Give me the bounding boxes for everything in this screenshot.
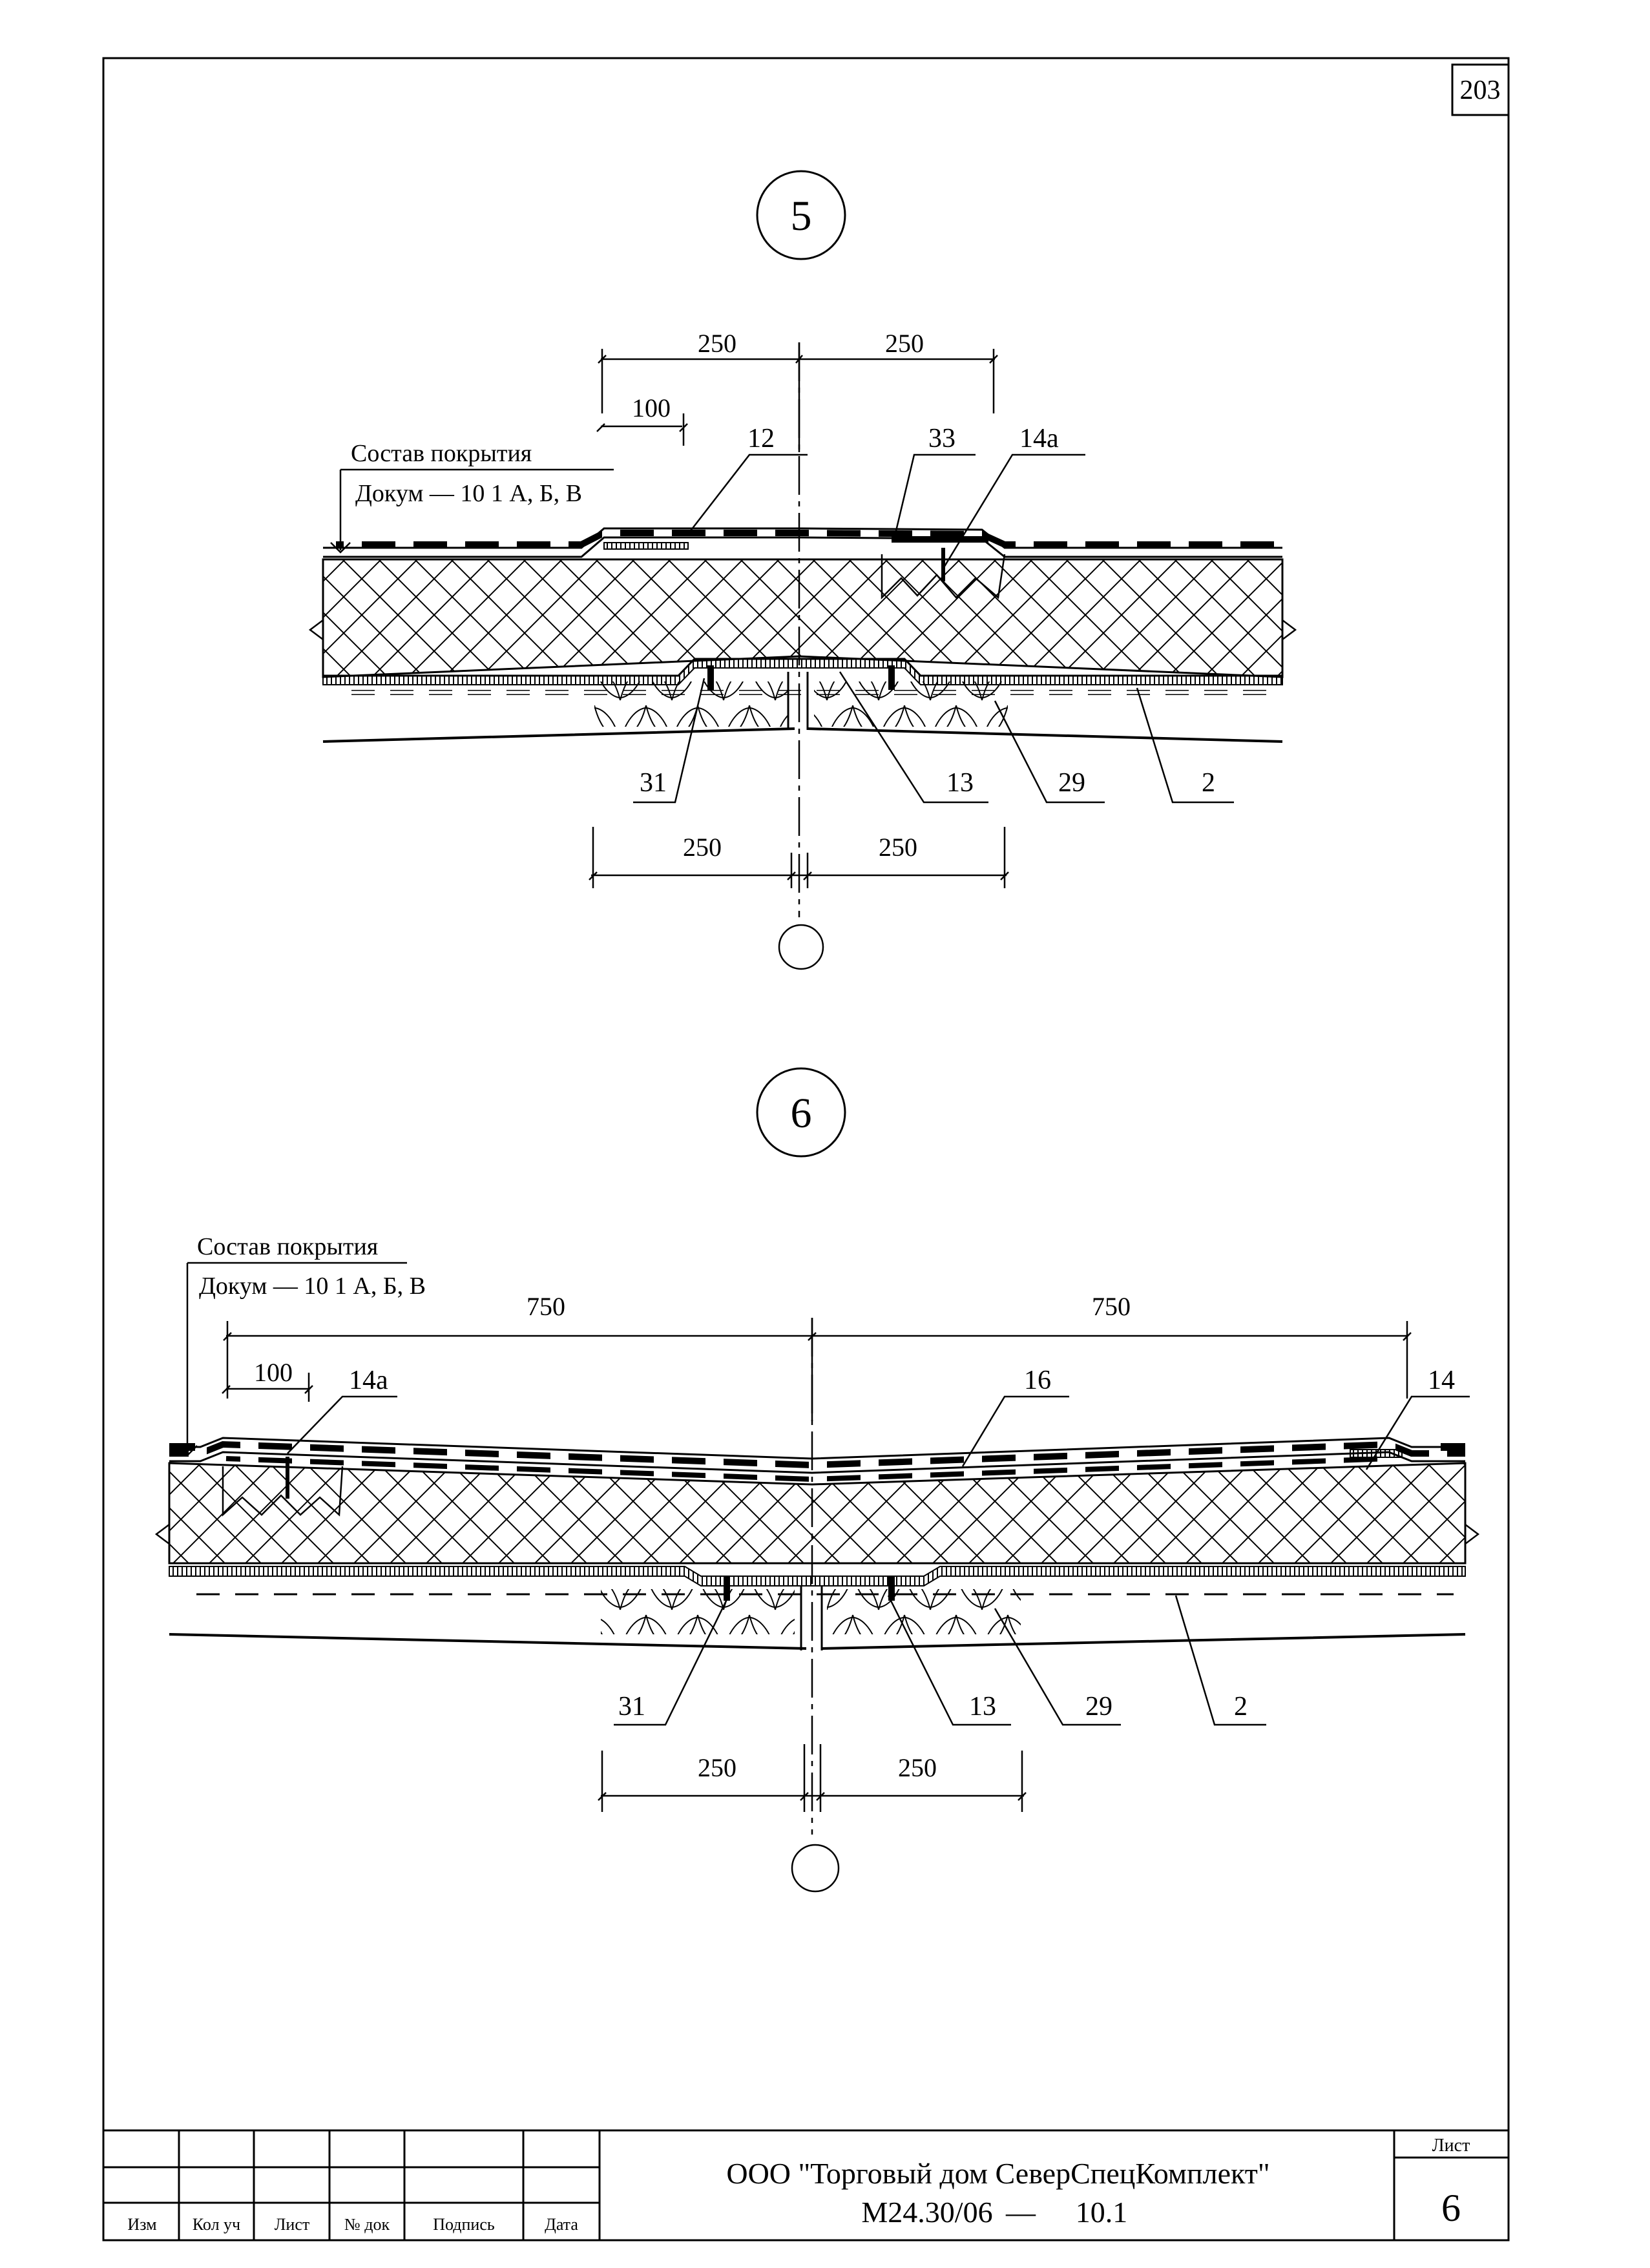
col-doc: № док: [344, 2215, 390, 2234]
detail-5-dims-top: [596, 342, 998, 452]
edge-strip-right: [1441, 1443, 1465, 1451]
mineral-wool-6-right: [827, 1589, 1021, 1634]
detail-6-dims-top: [222, 1318, 1412, 1421]
callout-33-leader: [893, 453, 976, 537]
callout-31: 31: [640, 768, 667, 798]
title-block: Изм Кол уч Лист № док Подпись Дата ООО "…: [103, 2129, 1509, 2240]
callout-14a-6: 14а: [349, 1366, 388, 1395]
insulation-slab-6: [168, 1462, 1467, 1565]
col-izm: Изм: [127, 2215, 156, 2234]
callout-29: 29: [1058, 768, 1085, 798]
callout-31-6-leader: [614, 1595, 730, 1726]
col-signature: Подпись: [433, 2215, 495, 2234]
callout-14a-6-leader: [287, 1395, 397, 1454]
break-left: [308, 619, 324, 640]
doc-section: 10.1: [1076, 2196, 1128, 2229]
col-list: Лист: [275, 2215, 309, 2234]
dim-100: 100: [632, 393, 671, 422]
callout-14a: 14а: [1019, 424, 1059, 453]
dim-6-bottom-250-right: 250: [898, 1753, 937, 1782]
panel-bottom: [322, 727, 1283, 743]
dim-bottom-250-left: 250: [683, 833, 722, 862]
composition-title: Состав покрытия: [351, 440, 532, 467]
callout-31-leader: [633, 678, 705, 804]
flashing-strip: [603, 542, 689, 550]
callout-2-leader: [1136, 687, 1234, 804]
dim-6-bottom-250-left: 250: [698, 1753, 736, 1782]
page-number-box: [1451, 63, 1510, 116]
callout-16-leader: [961, 1395, 1069, 1467]
insulation-slab: [322, 558, 1284, 678]
detail-5: 5 250 250 100 Состав покрытия Докум — 10…: [308, 170, 1297, 970]
mineral-wool-6-left: [601, 1589, 795, 1634]
dim-750-right: 750: [1092, 1292, 1131, 1321]
break-6-left: [154, 1524, 170, 1545]
col-kol-uch: Кол уч: [193, 2215, 240, 2234]
composition-ref-6: Докум — 10 1 А, Б, В: [199, 1273, 426, 1300]
axis-marker: [778, 924, 824, 970]
callout-13: 13: [946, 768, 974, 798]
mineral-wool-right: [814, 681, 1008, 727]
dim-250-right: 250: [885, 329, 924, 358]
flashing-black: [892, 536, 988, 543]
break-right: [1282, 619, 1297, 640]
callout-2: 2: [1202, 768, 1215, 798]
mineral-wool-left: [594, 681, 788, 727]
panel-joint-6: [800, 1586, 823, 1650]
callout-16: 16: [1024, 1366, 1051, 1395]
callout-12-leader: [687, 453, 808, 536]
flashing-strip-6: [1350, 1449, 1403, 1458]
callout-2-6: 2: [1234, 1692, 1248, 1722]
roof-membrane-black: [336, 530, 1282, 548]
callout-14: 14: [1428, 1366, 1455, 1395]
page-number: 203: [1460, 76, 1501, 105]
detail-6-section: [154, 1437, 1480, 1650]
deck-dashes-6: [187, 1590, 1454, 1596]
detail-6: 6 Состав покрытия Докум — 10 1 А, Б, В 7…: [154, 1067, 1480, 1893]
fastener-box-6: [222, 1466, 344, 1517]
edge-strip-left: [169, 1443, 195, 1451]
title-block-lines: [103, 2129, 1509, 2240]
panel-bottom-6: [169, 1633, 1466, 1650]
composition-title-6: Состав покрытия: [197, 1233, 378, 1260]
sheet-number: 6: [1441, 2187, 1461, 2229]
detail-5-number: 5: [791, 192, 812, 240]
callout-31-6: 31: [618, 1692, 645, 1722]
sheet-label: Лист: [1432, 2136, 1470, 2156]
detail-5-dims-bottom: [589, 827, 1009, 888]
sheet-frame: [102, 57, 1510, 2242]
callout-13-6: 13: [969, 1692, 996, 1722]
doc-code: М24.30/06: [861, 2196, 992, 2229]
panel-joint: [787, 672, 809, 730]
break-6-right: [1465, 1524, 1480, 1545]
detail-5-marker: [756, 170, 846, 260]
doc-dash: —: [1005, 2196, 1036, 2229]
callout-13-leader: [839, 671, 988, 804]
callout-2-6-leader: [1175, 1595, 1266, 1726]
fastener-box: [881, 554, 1006, 600]
roof-membrane-6b: [169, 1451, 1465, 1474]
detail-6-marker: [756, 1067, 846, 1158]
detail-6-number: 6: [791, 1090, 812, 1137]
col-date: Дата: [545, 2215, 578, 2234]
callout-29-6: 29: [1085, 1692, 1112, 1722]
callout-29-leader: [994, 700, 1105, 804]
detail-6-dims-bottom: [598, 1744, 1027, 1812]
dim-100-6: 100: [254, 1358, 293, 1387]
composition-ref: Докум — 10 1 А, Б, В: [355, 480, 582, 507]
dim-750-left: 750: [527, 1292, 565, 1321]
axis-marker-6: [791, 1844, 840, 1893]
dim-250-left: 250: [698, 329, 736, 358]
company-name: ООО "Торговый дом СеверСпецКомплект": [726, 2157, 1269, 2190]
deck-6: [169, 1566, 1466, 1587]
callout-29-6-leader: [994, 1608, 1121, 1726]
callout-33: 33: [928, 424, 956, 453]
detail-5-section: [308, 527, 1297, 743]
callout-12: 12: [747, 424, 775, 453]
dim-bottom-250-right: 250: [879, 833, 917, 862]
callout-13-6-leader: [887, 1595, 1011, 1726]
callout-14a-leader: [942, 453, 1085, 569]
